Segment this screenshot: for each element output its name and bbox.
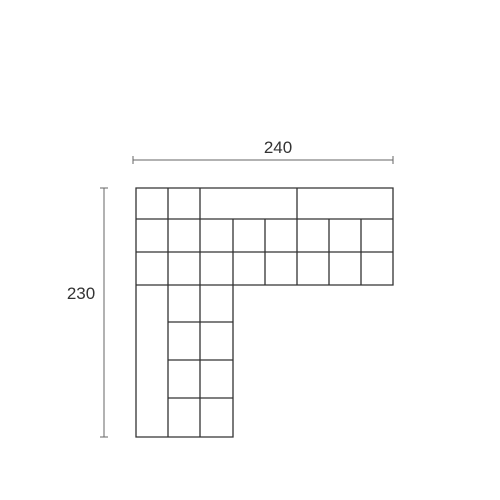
width-dimension bbox=[132, 156, 394, 164]
height-dimension bbox=[100, 187, 108, 438]
width-label: 240 bbox=[264, 138, 292, 157]
height-label: 230 bbox=[67, 284, 95, 303]
sofa-shape bbox=[135, 187, 394, 438]
